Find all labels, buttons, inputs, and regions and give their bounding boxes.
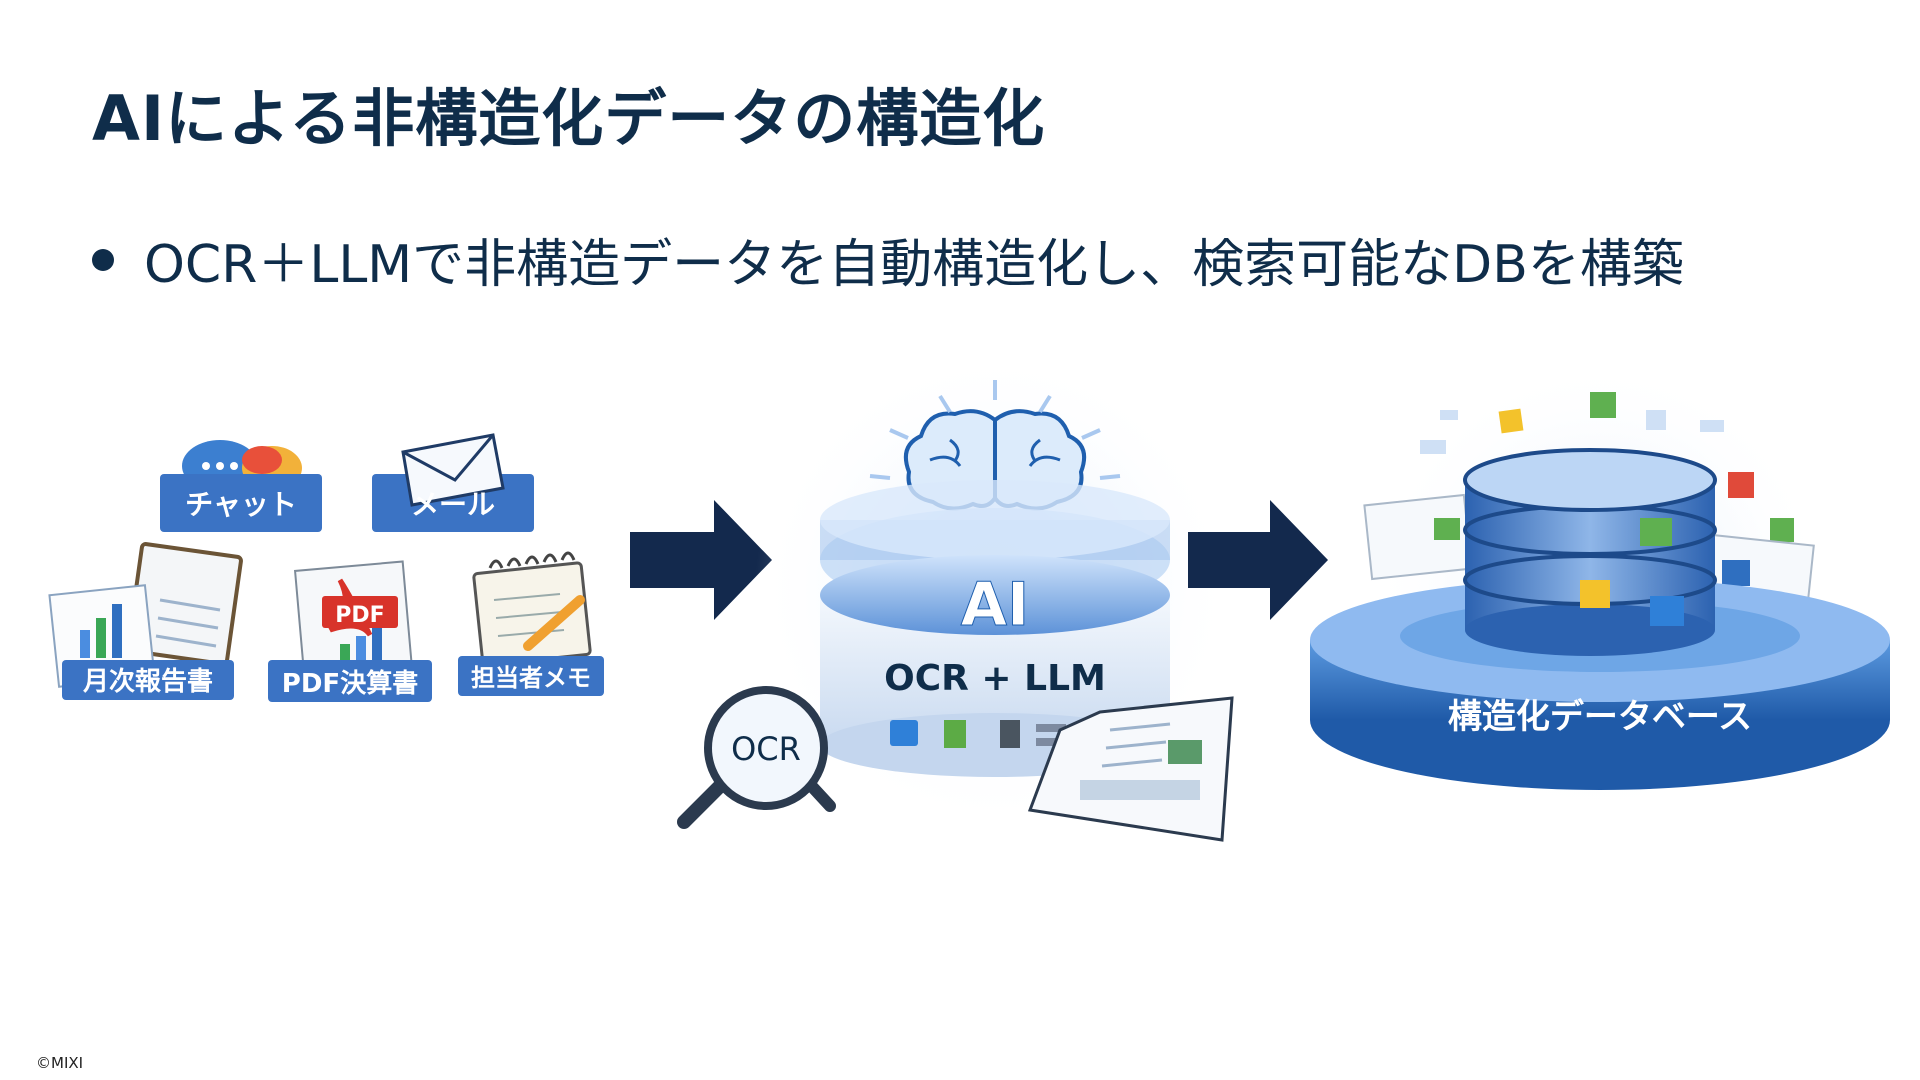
chat-tag [160, 474, 322, 532]
notepad-icon [472, 551, 592, 667]
ocr-magnifier-icon: OCR [677, 686, 836, 829]
slide-title: AIによる非構造化データの構造化 [92, 82, 1046, 155]
ocr-llm-label: OCR + LLM [884, 658, 1106, 699]
mail-source: メール [372, 433, 534, 532]
mail-label: メール [411, 488, 495, 521]
arrow-right-icon [630, 500, 772, 620]
monthly-report-label: 月次報告書 [82, 667, 213, 697]
monthly-report-tag [62, 660, 234, 700]
bullet-dot-icon [92, 248, 114, 271]
pdf-settlement-source: PDF PDF決算書 [268, 560, 432, 702]
glow-rays [869, 380, 1121, 480]
bullet-text: OCR＋LLMで非構造データを自動構造化し、検索可能なDBを構築 [144, 235, 1684, 295]
clipboard-report-icon [48, 542, 243, 688]
envelope-icon [401, 433, 505, 507]
memo-source: 担当者メモ [458, 551, 604, 696]
pdf-settlement-label: PDF決算書 [282, 668, 418, 699]
arrow-right-icon-2 [1188, 500, 1328, 620]
data-tiles [1420, 392, 1794, 542]
memo-tag [458, 656, 604, 696]
doc-type-icons [890, 720, 1066, 748]
ai-engine: AI OCR + LLM OCR [677, 350, 1235, 842]
database-label: 構造化データベース [1448, 697, 1752, 737]
pdf-icon-text: PDF [335, 603, 384, 628]
ocr-lens-label: OCR [731, 730, 801, 768]
copyright: ©MIXI [36, 1054, 84, 1072]
database-cylinder-icon [1463, 448, 1717, 656]
ai-label: AI [961, 570, 1030, 640]
monthly-report-source: 月次報告書 [48, 542, 243, 700]
structured-database: 構造化データベース [1310, 360, 1890, 820]
chat-source: チャット [160, 440, 322, 532]
output-document-icon [1027, 696, 1234, 842]
chat-label: チャット [185, 488, 297, 521]
bullet-point: OCR＋LLMで非構造データを自動構造化し、検索可能なDBを構築 [92, 222, 1684, 297]
pdf-settlement-tag [268, 660, 432, 702]
memo-label: 担当者メモ [471, 664, 591, 692]
pdf-file-icon: PDF [293, 560, 415, 690]
